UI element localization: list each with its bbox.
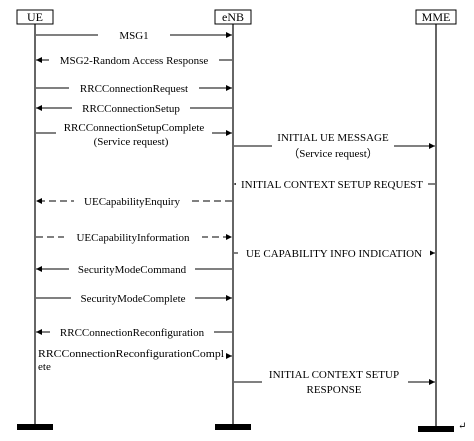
message-ue-capability-information: UECapabilityInformation xyxy=(36,229,232,245)
message-sublabel-service-request: (Service request) xyxy=(94,136,169,148)
message-initial-context-setup-response: INITIAL CONTEXT SETUP RESPONSE xyxy=(234,366,435,397)
message-label-rrc-connection-setup: RRCConnectionSetup xyxy=(82,103,180,115)
entity-label-enb: eNB xyxy=(222,10,244,24)
entity-label-mme: MME xyxy=(422,10,451,24)
message-sublabel-initial-ue-service-request: （Service request） xyxy=(288,147,378,160)
lifeline-end-bar-mme xyxy=(418,426,454,432)
message-rrc-connection-setup-complete: RRCConnectionSetupComplete (Service requ… xyxy=(36,120,232,148)
lifeline-enb: eNB xyxy=(214,9,252,430)
lifeline-end-bar-ue xyxy=(17,424,53,430)
message-security-mode-command: SecurityModeCommand xyxy=(36,261,232,277)
message-label-ue-capability-info-indication: UE CAPABILITY INFO INDICATION xyxy=(246,248,422,260)
message-initial-ue-message: INITIAL UE MESSAGE （Service request） xyxy=(234,128,435,160)
message-label-security-mode-command: SecurityModeCommand xyxy=(78,264,187,276)
message-label-msg2: MSG2-Random Access Response xyxy=(60,55,209,67)
return-mark: ↵ xyxy=(458,421,466,432)
message-label-ue-capability-information: UECapabilityInformation xyxy=(76,232,190,244)
message-initial-context-setup-request: INITIAL CONTEXT SETUP REQUEST xyxy=(234,176,435,192)
lifeline-mme: MME xyxy=(415,9,457,432)
message-label-rrc-connection-reconfiguration-complete-continued: ete xyxy=(38,361,51,373)
message-label-rrc-connection-reconfiguration-complete: RRCConnectionReconfigurationCompl xyxy=(38,348,224,360)
message-rrc-connection-setup: RRCConnectionSetup xyxy=(36,100,232,116)
message-ue-capability-enquiry: UECapabilityEnquiry xyxy=(36,193,232,209)
message-label-rrc-connection-setup-complete: RRCConnectionSetupComplete xyxy=(64,122,205,134)
message-rrc-connection-request: RRCConnectionRequest xyxy=(36,80,232,96)
lifeline-ue: UE xyxy=(16,9,54,430)
message-label-initial-ue-message: INITIAL UE MESSAGE xyxy=(277,132,389,144)
message-msg1: MSG1 xyxy=(36,27,232,43)
message-label-ue-capability-enquiry: UECapabilityEnquiry xyxy=(84,196,180,208)
message-label-msg1: MSG1 xyxy=(119,30,148,42)
message-label-initial-context-setup-response: INITIAL CONTEXT SETUP xyxy=(269,369,399,381)
message-msg2: MSG2-Random Access Response xyxy=(36,52,232,68)
message-rrc-connection-reconfiguration-complete: RRCConnectionReconfigurationCompl ete xyxy=(36,345,232,373)
message-label-rrc-connection-request: RRCConnectionRequest xyxy=(80,83,188,95)
lifeline-end-bar-enb xyxy=(215,424,251,430)
message-security-mode-complete: SecurityModeComplete xyxy=(36,290,232,306)
message-ue-capability-info-indication: UE CAPABILITY INFO INDICATION xyxy=(234,245,435,261)
message-rrc-connection-reconfiguration: RRCConnectionReconfiguration xyxy=(36,324,232,340)
message-label-security-mode-complete: SecurityModeComplete xyxy=(80,293,185,305)
message-label-initial-context-setup-request: INITIAL CONTEXT SETUP REQUEST xyxy=(241,179,423,191)
message-label-initial-context-setup-response-continued: RESPONSE xyxy=(306,384,361,396)
entity-label-ue: UE xyxy=(27,10,43,24)
message-label-rrc-connection-reconfiguration: RRCConnectionReconfiguration xyxy=(60,327,205,339)
